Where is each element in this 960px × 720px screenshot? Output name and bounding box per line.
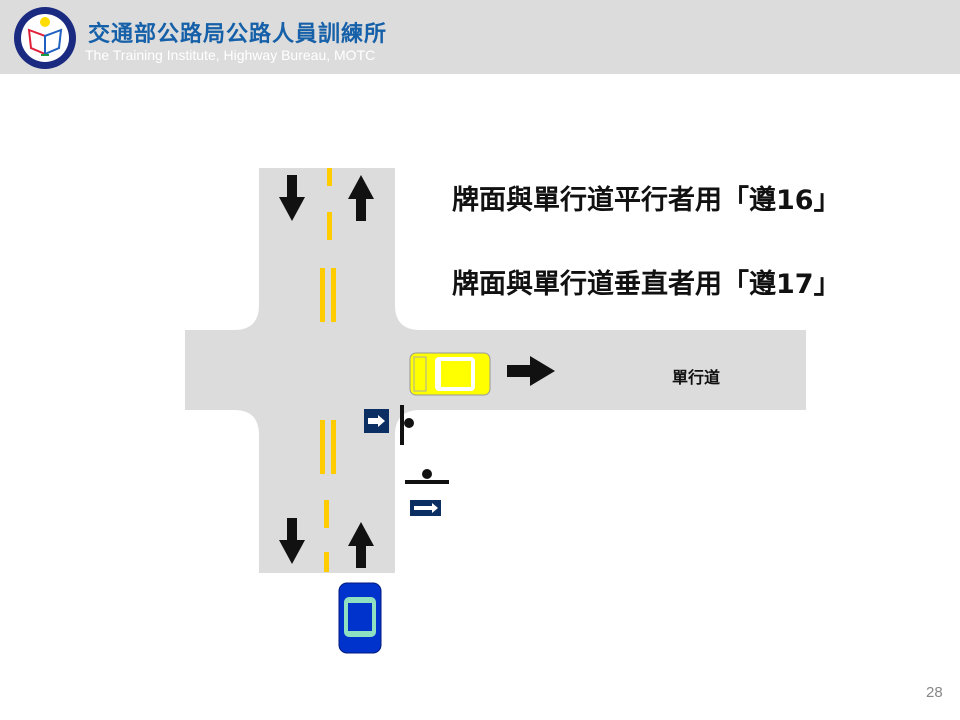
down-arrow-icon <box>279 175 305 221</box>
right-arrow-icon <box>507 356 555 386</box>
one-way-sign-perpendicular <box>405 469 449 516</box>
road <box>185 168 806 573</box>
up-arrow-icon <box>348 175 374 221</box>
header-title-zh: 交通部公路局公路人員訓練所 <box>88 22 388 47</box>
one-way-road-label: 單行道 <box>672 368 721 387</box>
center-lines <box>320 168 336 572</box>
header-bar: 交通部公路局公路人員訓練所 The Training Institute, Hi… <box>0 0 960 74</box>
one-way-sign-parallel <box>364 405 414 445</box>
blue-car <box>338 582 382 654</box>
institute-logo <box>14 7 76 69</box>
lane-arrows <box>279 175 555 568</box>
down-arrow-icon <box>279 518 305 564</box>
rule-text-parallel: 牌面與單行道平行者用「遵16」 <box>452 185 841 216</box>
page-number: 28 <box>926 684 943 701</box>
header-title-en: The Training Institute, Highway Bureau, … <box>85 47 376 63</box>
up-arrow-icon <box>348 522 374 568</box>
taxi <box>409 352 491 396</box>
rule-text-perpendicular: 牌面與單行道垂直者用「遵17」 <box>452 269 841 300</box>
